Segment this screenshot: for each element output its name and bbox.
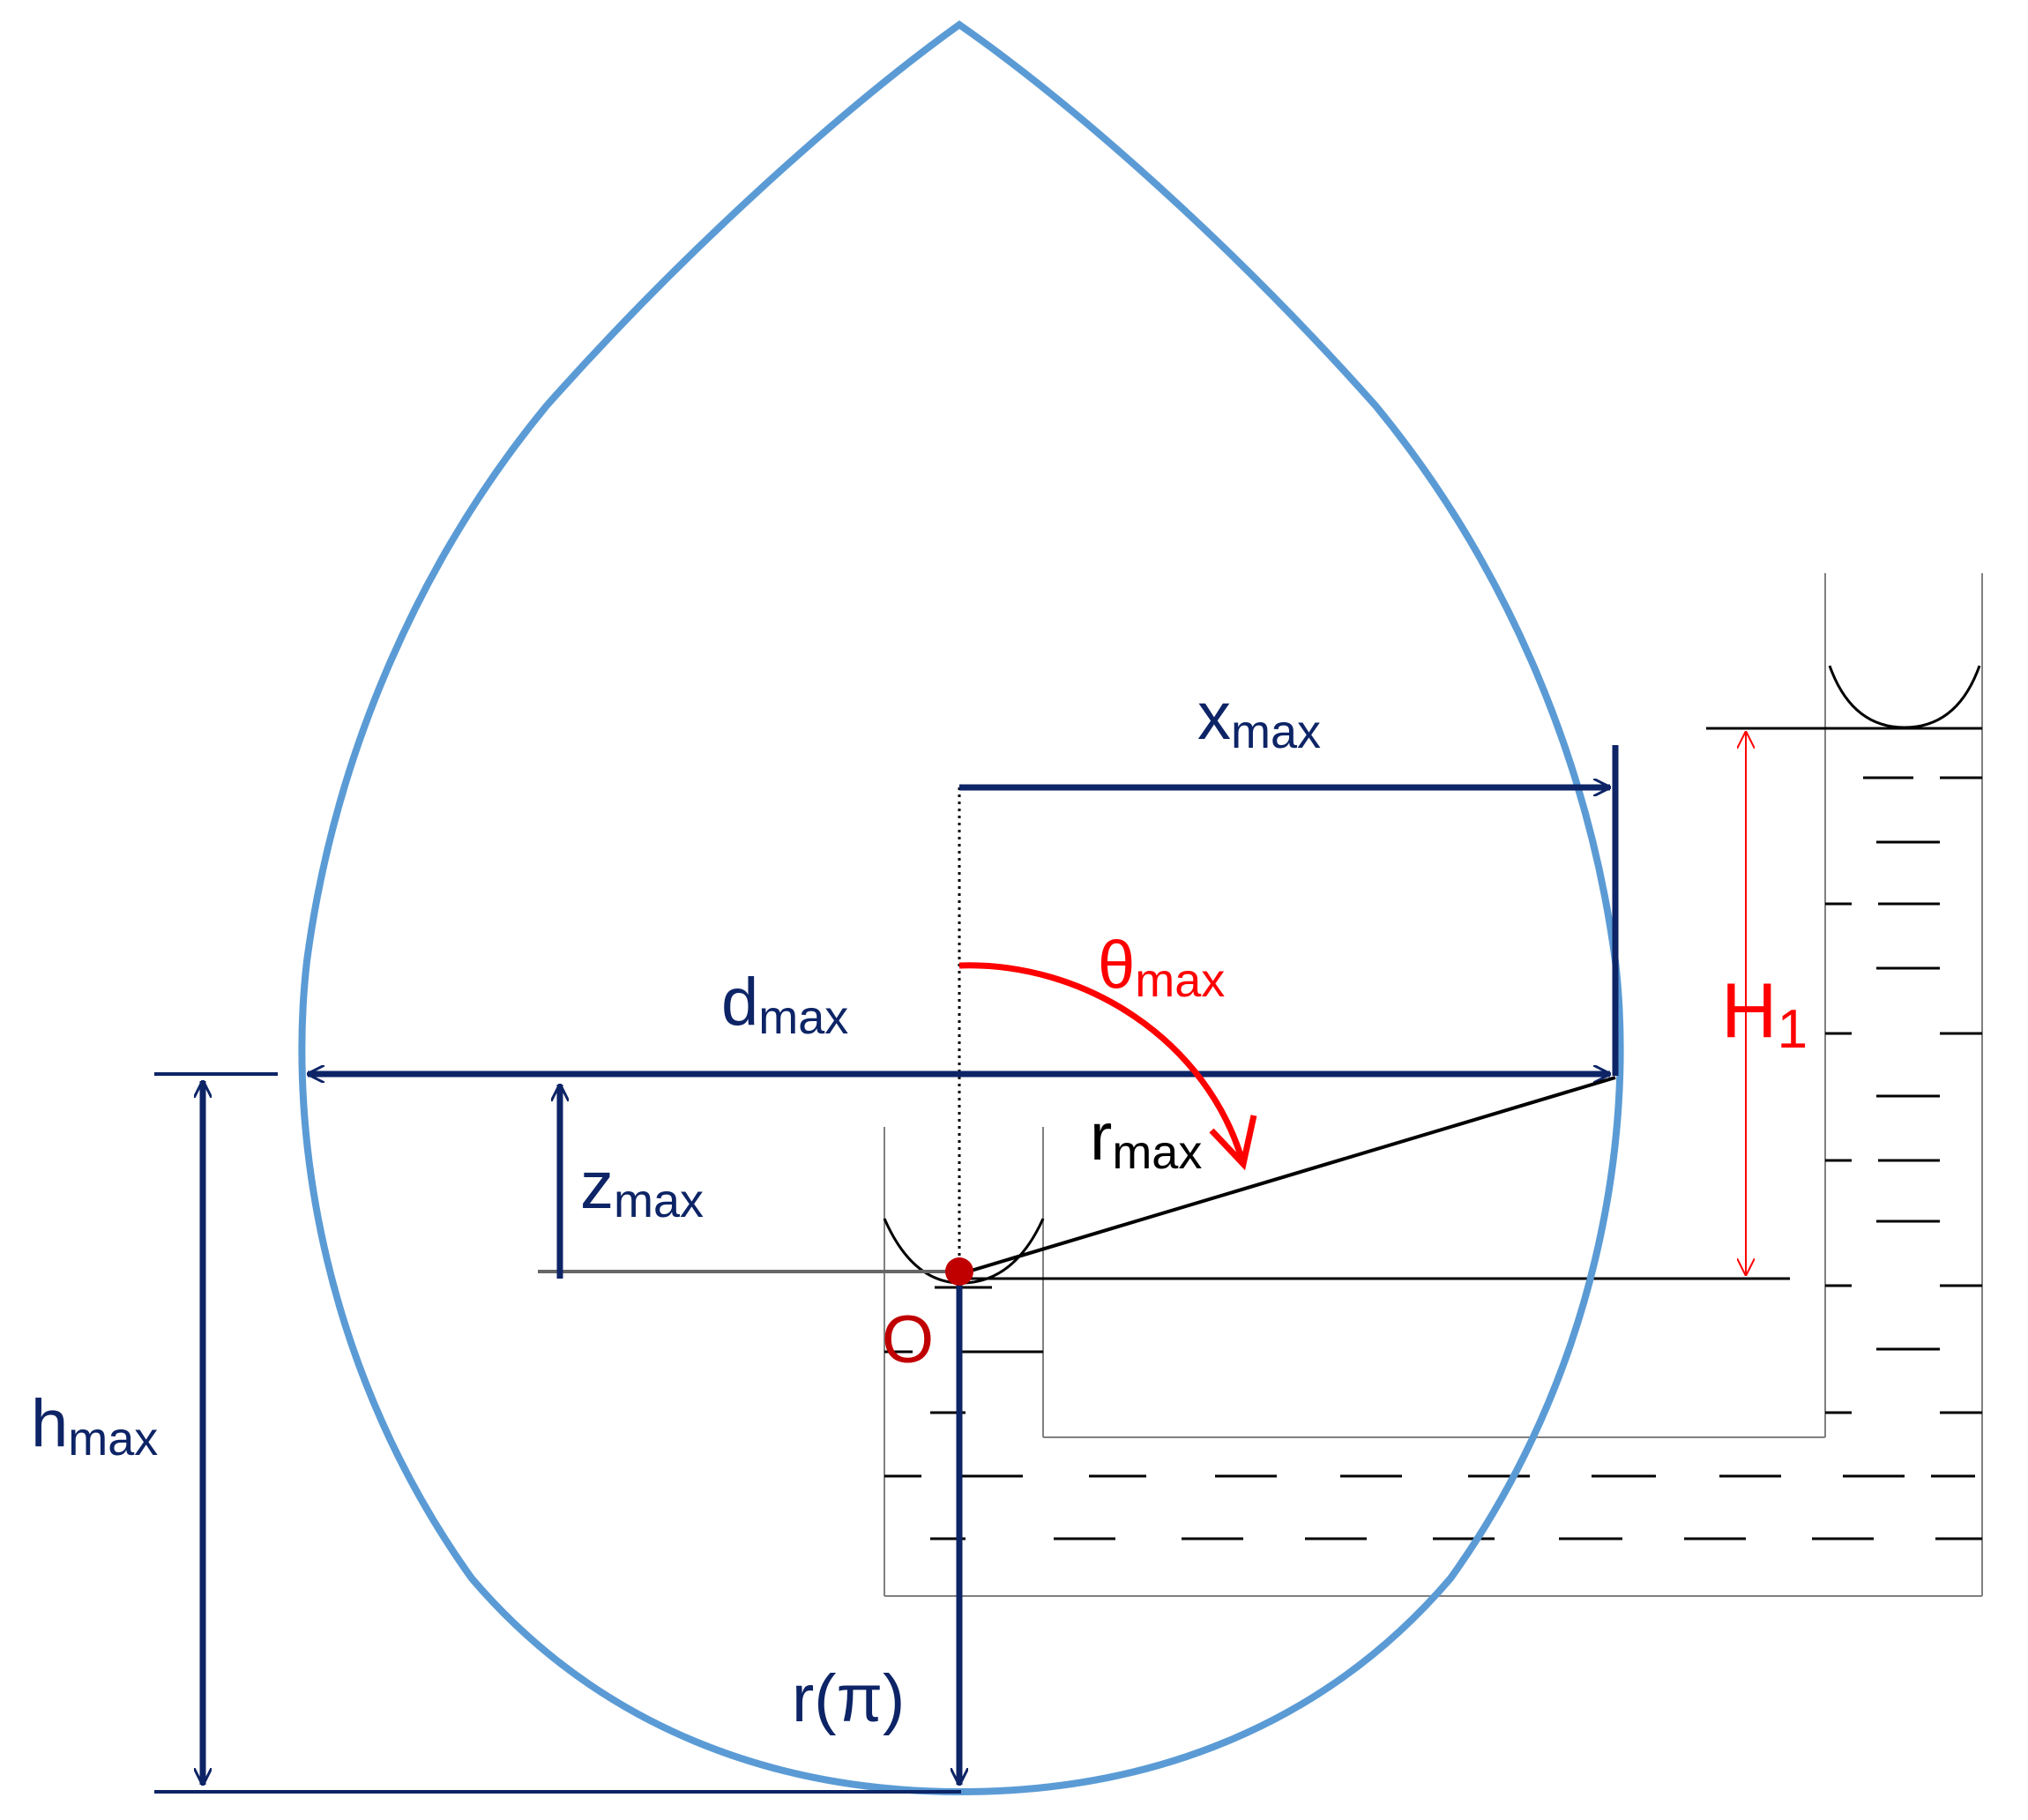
theta-max-arc	[958, 962, 1247, 1165]
label-x-max: xmax	[1197, 679, 1321, 758]
theta-max-arrowhead	[1209, 1115, 1257, 1171]
label-z-max: zmax	[580, 1148, 704, 1227]
dimension-lines	[154, 745, 1619, 1794]
right-meniscus	[1828, 665, 1981, 729]
label-h-max: hmax	[31, 1386, 158, 1466]
label-h1: H1	[1721, 966, 1808, 1060]
label-theta-max: θmax	[1098, 928, 1225, 1007]
label-r-max: rmax	[1090, 1100, 1202, 1179]
liquid-hatching	[884, 776, 1982, 1540]
label-origin: O	[882, 1302, 934, 1377]
u-tube-vessel	[883, 573, 1983, 1597]
r-max-line	[967, 1076, 1616, 1273]
origin-point	[945, 1257, 973, 1286]
label-d-max: dmax	[721, 965, 848, 1044]
label-r-pi: r(π)	[792, 1661, 905, 1736]
